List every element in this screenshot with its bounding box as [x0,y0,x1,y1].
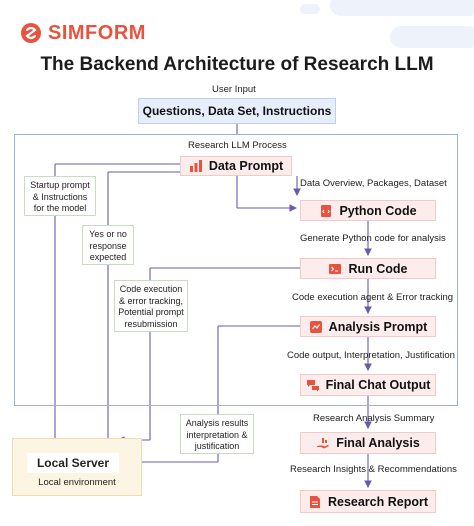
note-line: for the model [33,203,87,213]
local-environment-label: Local environment [38,477,116,488]
research-report-label: Research Report [327,494,429,509]
note-line: resubmission [124,318,178,329]
note-line: Startup prompt [30,180,90,190]
note-analysis-results: Analysis results interpretation & justif… [180,414,254,454]
final-analysis-label: Final Analysis [336,436,420,450]
analysis-prompt-node: Analysis Prompt [300,316,436,337]
report-document-icon [309,495,320,508]
simform-logo-icon [21,23,41,43]
final-analysis-node: Final Analysis [300,432,436,454]
edge-label-generate-python: Generate Python code for analysis [300,233,446,244]
note-line: & Instructions [32,191,88,202]
code-file-icon [321,204,332,217]
final-chat-output-label: Final Chat Output [325,378,431,392]
note-line: Analysis results [185,418,249,428]
hand-analysis-icon [317,438,330,449]
chart-check-icon [309,320,322,333]
run-code-node: Run Code [300,258,436,279]
run-code-label: Run Code [348,261,408,276]
edge-label-research-summary: Research Analysis Summary [313,413,435,424]
note-line: interpretation & [186,429,248,440]
note-code-execution: Code execution & error tracking, Potenti… [114,280,188,332]
edge-label-data-overview: Data Overview, Packages, Dataset [300,178,447,189]
edge-label-research-insights: Research Insights & Recommendations [290,464,457,475]
page-title: The Backend Architecture of Research LLM [40,54,434,75]
note-line: response [89,240,127,251]
bar-chart-icon [189,160,202,172]
decorative-shape [330,0,474,16]
research-report-node: Research Report [300,490,436,513]
logo-text: SIMFORM [48,21,146,44]
user-input-label: User Input [212,84,256,95]
research-llm-process-frame [14,134,458,406]
brand-logo: SIMFORM [20,20,146,46]
analysis-prompt-label: Analysis Prompt [328,319,428,334]
note-line: expected [89,252,127,262]
local-server-title: Local Server [27,453,119,473]
note-line: Potential prompt [118,307,184,317]
note-line: Yes or no [89,229,127,239]
note-line: & error tracking, [118,295,184,306]
note-yes-no: Yes or no response expected [82,225,134,265]
edge-label-code-exec-agent: Code execution agent & Error tracking [292,292,454,303]
python-code-label: Python Code [339,203,417,218]
terminal-icon [329,263,342,274]
user-input-box: Questions, Data Set, Instructions [138,98,336,124]
decorative-shape [390,26,474,48]
chat-bubbles-icon [306,380,319,392]
edge-label-code-output: Code output, Interpretation, Justificati… [287,350,455,361]
note-line: justification [194,441,240,451]
note-line: Code execution [119,284,183,294]
process-label: Research LLM Process [188,140,287,151]
python-code-node: Python Code [300,200,436,221]
note-startup-prompt: Startup prompt & Instructions for the mo… [24,176,96,216]
decorative-shape [300,4,320,14]
data-prompt-node: Data Prompt [180,156,292,176]
data-prompt-label: Data Prompt [208,159,284,173]
final-chat-output-node: Final Chat Output [300,374,436,396]
